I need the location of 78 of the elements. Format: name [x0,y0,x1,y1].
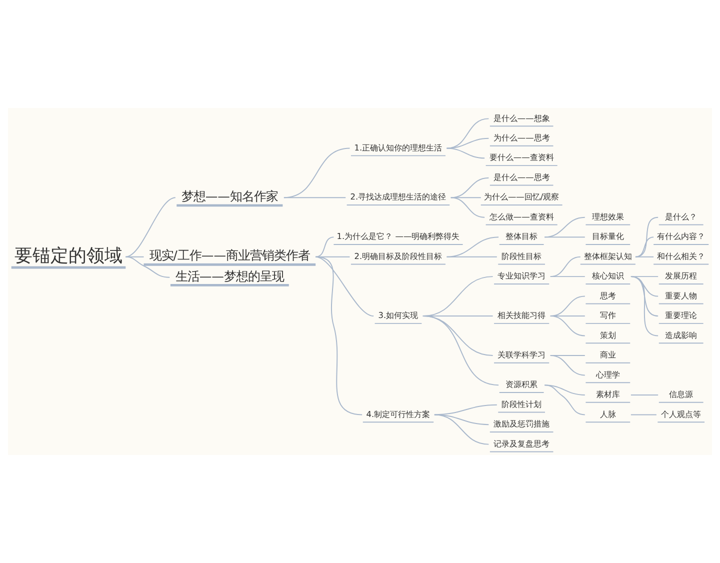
node-text: 个人观点等 [661,408,702,419]
node-text: 和什么相关？ [657,250,706,261]
node-text: 重要理论 [665,310,698,320]
connector [550,276,586,278]
node-text: 关联学科学习 [498,350,546,360]
connector [446,256,498,258]
connector [315,236,334,258]
node-text: 思考 [600,290,616,300]
connector [434,414,490,445]
connector [125,197,176,258]
node-text: 4.制定可行性方案 [366,408,430,419]
connector [544,216,586,238]
node-text: 整体框架认知 [584,250,632,261]
connector [450,197,486,218]
node-text: 记录及复盘思考 [494,438,550,448]
node-text: 是什么——思考 [493,172,550,182]
connector [434,414,490,426]
node-text: 是什么？ [665,211,698,222]
node-text: 商业 [600,350,616,360]
connector [446,138,490,149]
node-text: 现实/工作——商业营销类作者 [149,248,310,263]
node-text: 理想效果 [592,211,624,222]
connector [450,197,482,198]
connector [544,384,586,396]
node-text: 信息源 [669,389,694,400]
connector [446,118,490,149]
connector [634,216,659,258]
node-text: 发展历程 [665,270,698,281]
node-text: 要什么——查资料 [489,152,554,162]
connector [550,316,586,336]
node-text: 造成影响 [665,330,698,340]
connector [634,236,654,258]
connector [315,256,374,317]
node-text: 3.如何实现 [378,310,418,320]
node-text: 目标量化 [592,231,624,242]
connector [550,355,586,376]
node-text: 核心知识 [592,270,624,281]
node-text: 阶段性计划 [502,398,542,409]
node-text: 1.为什么是它？ ——明确利弊得失 [336,231,460,242]
node-text: 2.寻找达成理想生活的途径 [350,192,446,202]
node-text: 是什么——想象 [493,112,550,123]
node-text: 心理学 [596,369,620,380]
connector [544,236,586,238]
node-text: 资源积累 [506,379,538,390]
node-text: 要锚定的领域 [14,245,123,266]
node-text: 人脉 [600,408,616,419]
connector [283,148,350,198]
node-text: 为什么——回忆/观察 [484,192,560,202]
node-text: 1.正确认知你的理想生活 [354,142,442,152]
node-text: 有什么内容？ [657,231,706,242]
connector [450,177,490,198]
node-text: 策划 [600,330,616,340]
node-text: 素材库 [596,389,620,400]
connector [630,276,659,336]
node-text: 激励及惩罚措施 [494,418,550,429]
node-text: 阶段性目标 [502,250,542,261]
connector [125,256,170,278]
connector [446,236,500,258]
node-text: 写作 [600,310,616,320]
node-text: 怎么做——查资料 [489,211,554,222]
node-text: 2.明确目标及阶段性目标 [354,250,442,261]
node-text: 相关技能习得 [498,310,546,320]
connector [283,197,346,198]
node-text: 重要人物 [665,290,698,300]
connector [630,394,659,396]
connector [422,316,500,386]
node-text: 为什么——思考 [493,132,550,142]
node-text: 梦想——知名作家 [181,190,278,204]
connector [315,256,363,416]
node-text: 整体目标 [506,231,538,242]
connector [434,404,498,416]
connector [630,276,659,317]
connector [446,148,486,159]
connector [630,414,657,416]
connector [634,256,654,258]
node-text: 专业知识学习 [498,270,546,281]
node-text: 生活——梦想的呈现 [175,269,284,284]
connector [544,384,586,416]
